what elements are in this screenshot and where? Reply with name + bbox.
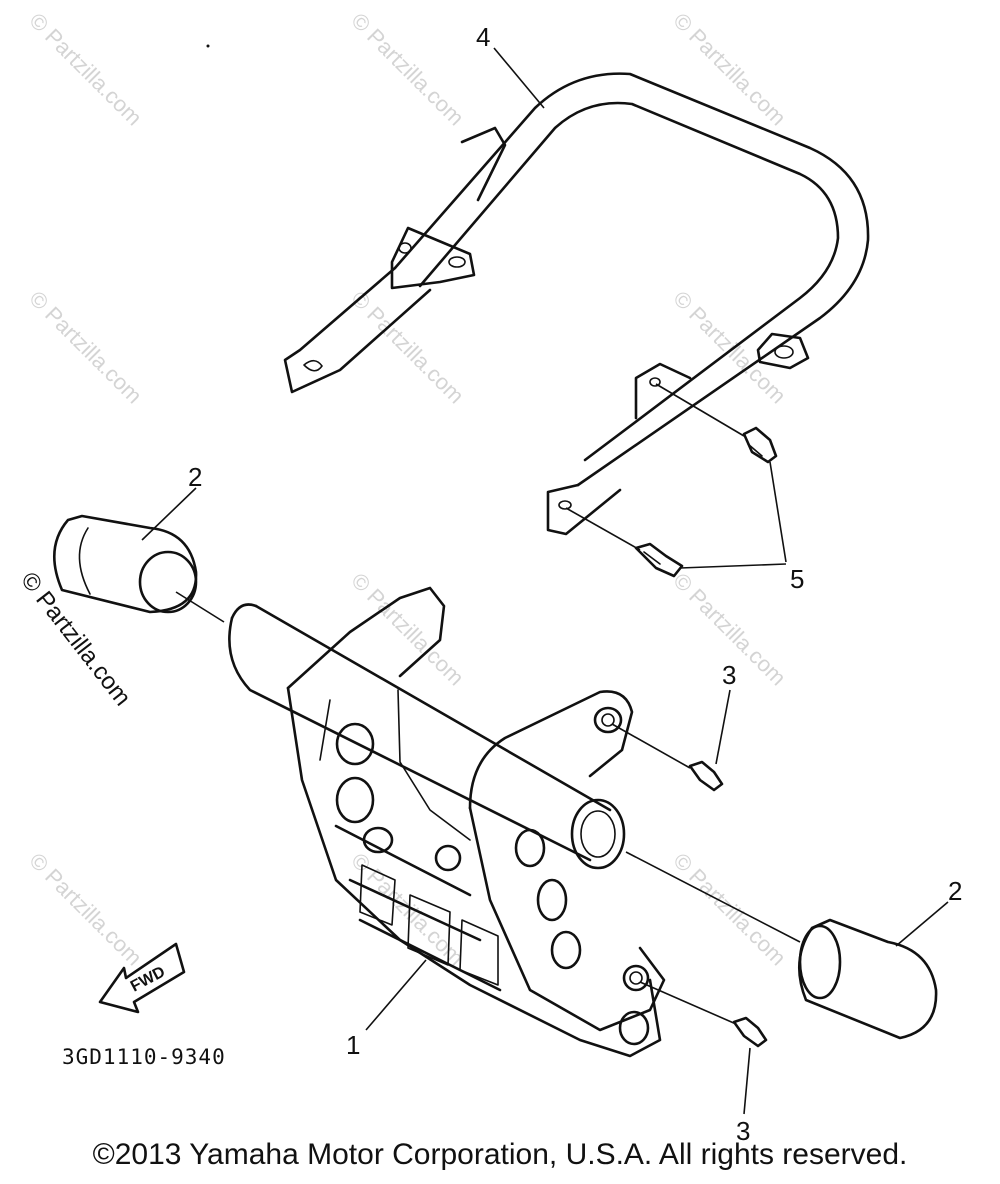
watermark: © Partzilla.com	[668, 8, 791, 131]
watermark: © Partzilla.com	[24, 848, 147, 971]
callout-2: 2	[188, 462, 202, 492]
side-watermark: © Partzilla.com	[15, 567, 136, 711]
watermark: © Partzilla.com	[346, 568, 469, 691]
watermark: © Partzilla.com	[24, 286, 147, 409]
part-2-end-cap-right	[797, 918, 938, 1040]
stray-dot	[206, 44, 210, 48]
watermark: © Partzilla.com	[346, 8, 469, 131]
callout-4: 4	[476, 22, 490, 52]
bolt	[742, 426, 778, 464]
callout-5: 5	[790, 564, 804, 594]
part-1-front-bracket	[228, 586, 666, 1058]
leader-lines	[141, 47, 949, 1031]
copyright-notice: ©2013 Yamaha Motor Corporation, U.S.A. A…	[92, 1138, 908, 1171]
diagram-code: 3GD1110-9340	[62, 1045, 226, 1069]
callout-3: 3	[722, 660, 736, 690]
watermark: © Partzilla.com	[668, 848, 791, 971]
part-3-bolts	[611, 689, 768, 1115]
watermark: © Partzilla.com	[668, 286, 791, 409]
part-2-end-cap-left	[52, 514, 198, 614]
callout-3: 3	[736, 1116, 750, 1146]
bolt	[688, 760, 724, 792]
watermark: © Partzilla.com	[24, 8, 147, 131]
callout-1: 1	[346, 1030, 360, 1060]
fwd-label: FWD	[128, 963, 168, 995]
bolt	[634, 542, 684, 578]
watermark-layer: © Partzilla.com © Partzilla.com © Partzi…	[24, 8, 791, 971]
callout-2: 2	[948, 876, 962, 906]
bolt	[732, 1016, 768, 1048]
part-5-bolts	[565, 383, 787, 578]
part-4-grab-bar	[283, 72, 870, 536]
assembly-lines	[175, 591, 801, 943]
